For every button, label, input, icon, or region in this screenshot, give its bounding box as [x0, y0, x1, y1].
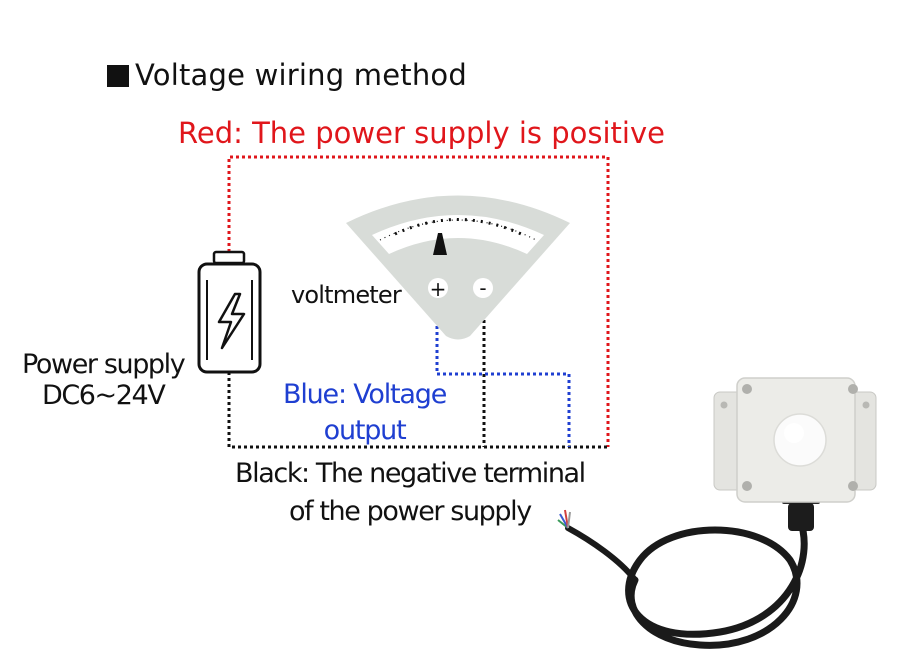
plus-symbol: + — [430, 277, 447, 301]
battery-icon — [197, 250, 262, 374]
red-wire-label: Red: The power supply is positive — [178, 116, 665, 150]
title-text: Voltage wiring method — [135, 58, 467, 92]
blue-label-line1: Blue: Voltage — [283, 379, 447, 410]
black-wire — [227, 296, 608, 449]
power-supply-label: Power supply DC6~24V — [22, 349, 186, 411]
black-label-line2: of the power supply — [288, 496, 532, 527]
square-bullet-icon — [107, 65, 129, 87]
light-sensor-device — [557, 377, 877, 649]
meter-minus-terminal — [473, 278, 493, 298]
red-wire — [227, 155, 610, 447]
meter-plus-terminal — [428, 278, 448, 298]
power-supply-line1: Power supply — [22, 349, 186, 380]
blue-wire — [435, 296, 571, 447]
black-wire-label: Black: The negative terminal of the powe… — [235, 455, 586, 531]
minus-symbol: - — [479, 276, 486, 300]
blue-label-line2: output — [323, 415, 407, 446]
voltmeter-label: voltmeter — [291, 281, 402, 309]
section-title: Voltage wiring method — [107, 58, 467, 92]
black-label-line1: Black: The negative terminal — [235, 458, 586, 489]
power-supply-line2: DC6~24V — [41, 380, 166, 411]
voltmeter-icon: + - — [346, 195, 570, 340]
blue-wire-label: Blue: Voltage output — [283, 377, 447, 449]
